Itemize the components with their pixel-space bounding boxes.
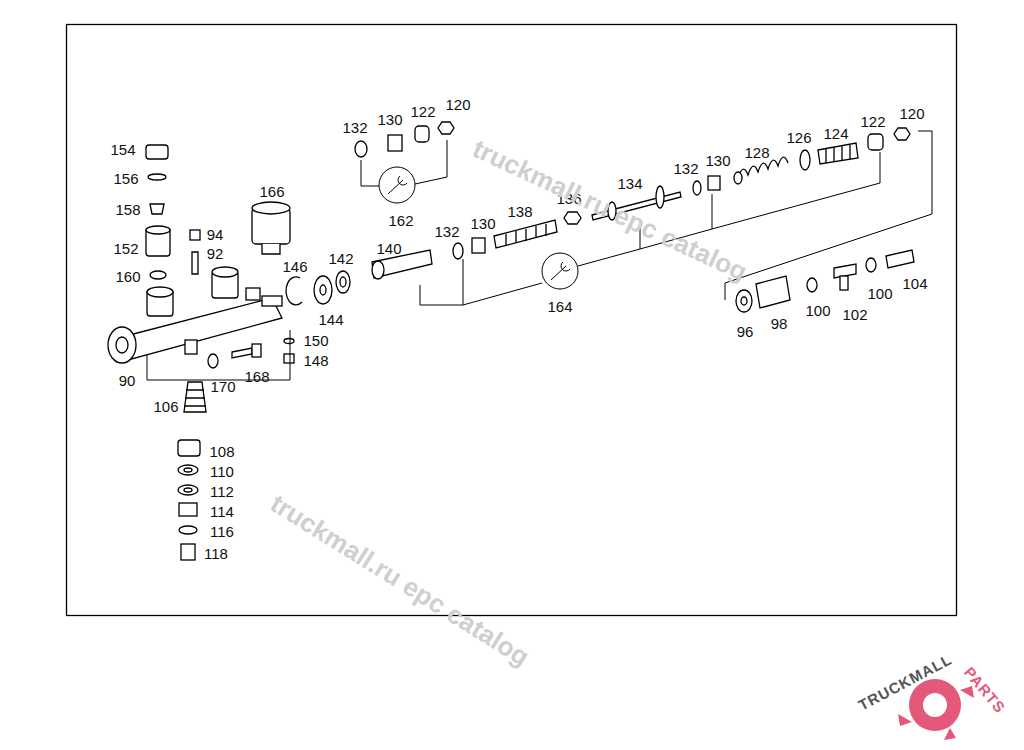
callout-number: 100 <box>867 286 892 301</box>
callout-number: 140 <box>376 241 401 256</box>
callout-number: 164 <box>547 299 572 314</box>
callout-number: 104 <box>902 276 927 291</box>
callout-number: 132 <box>434 224 459 239</box>
callout-number: 110 <box>210 464 234 479</box>
callout-number: 130 <box>470 216 495 231</box>
callout-number: 94 <box>207 227 224 242</box>
callout-number: 144 <box>318 312 343 327</box>
callout-number: 122 <box>860 114 885 129</box>
callout-number: 120 <box>899 106 924 121</box>
callout-number: 130 <box>377 112 402 127</box>
callout-number: 118 <box>204 546 228 561</box>
callout-number: 108 <box>209 444 234 459</box>
callout-number: 148 <box>303 353 328 368</box>
callout-number: 90 <box>119 373 136 388</box>
callout-number: 142 <box>328 251 353 266</box>
callout-number: 106 <box>153 399 178 414</box>
callout-number: 114 <box>210 504 234 519</box>
callout-number: 132 <box>673 161 698 176</box>
callout-number: 120 <box>445 97 470 112</box>
callout-number: 158 <box>115 202 140 217</box>
callout-number: 128 <box>744 145 769 160</box>
callout-number: 98 <box>771 316 788 331</box>
callout-number: 150 <box>303 333 328 348</box>
callout-number: 168 <box>244 369 269 384</box>
callout-number: 166 <box>259 184 284 199</box>
callout-number: 96 <box>737 324 754 339</box>
callout-number: 134 <box>617 176 642 191</box>
callout-number: 146 <box>282 259 307 274</box>
callout-number: 162 <box>388 213 413 228</box>
callout-number: 138 <box>507 204 532 219</box>
callout-number: 160 <box>115 269 140 284</box>
callout-number: 132 <box>342 120 367 135</box>
watermark: truckmall.ru epc catalog <box>266 490 533 671</box>
callout-number: 122 <box>410 104 435 119</box>
callout-number: 152 <box>113 241 138 256</box>
callout-number: 170 <box>210 379 235 394</box>
callout-number: 130 <box>705 153 730 168</box>
callout-number: 112 <box>210 484 234 499</box>
callout-number: 154 <box>110 142 135 157</box>
callout-number: 156 <box>113 171 138 186</box>
callout-number: 100 <box>805 303 830 318</box>
callout-number: 124 <box>823 126 848 141</box>
callout-number: 92 <box>207 246 224 261</box>
callout-number: 116 <box>210 524 234 539</box>
callout-number: 126 <box>786 130 811 145</box>
callout-number: 102 <box>842 307 867 322</box>
